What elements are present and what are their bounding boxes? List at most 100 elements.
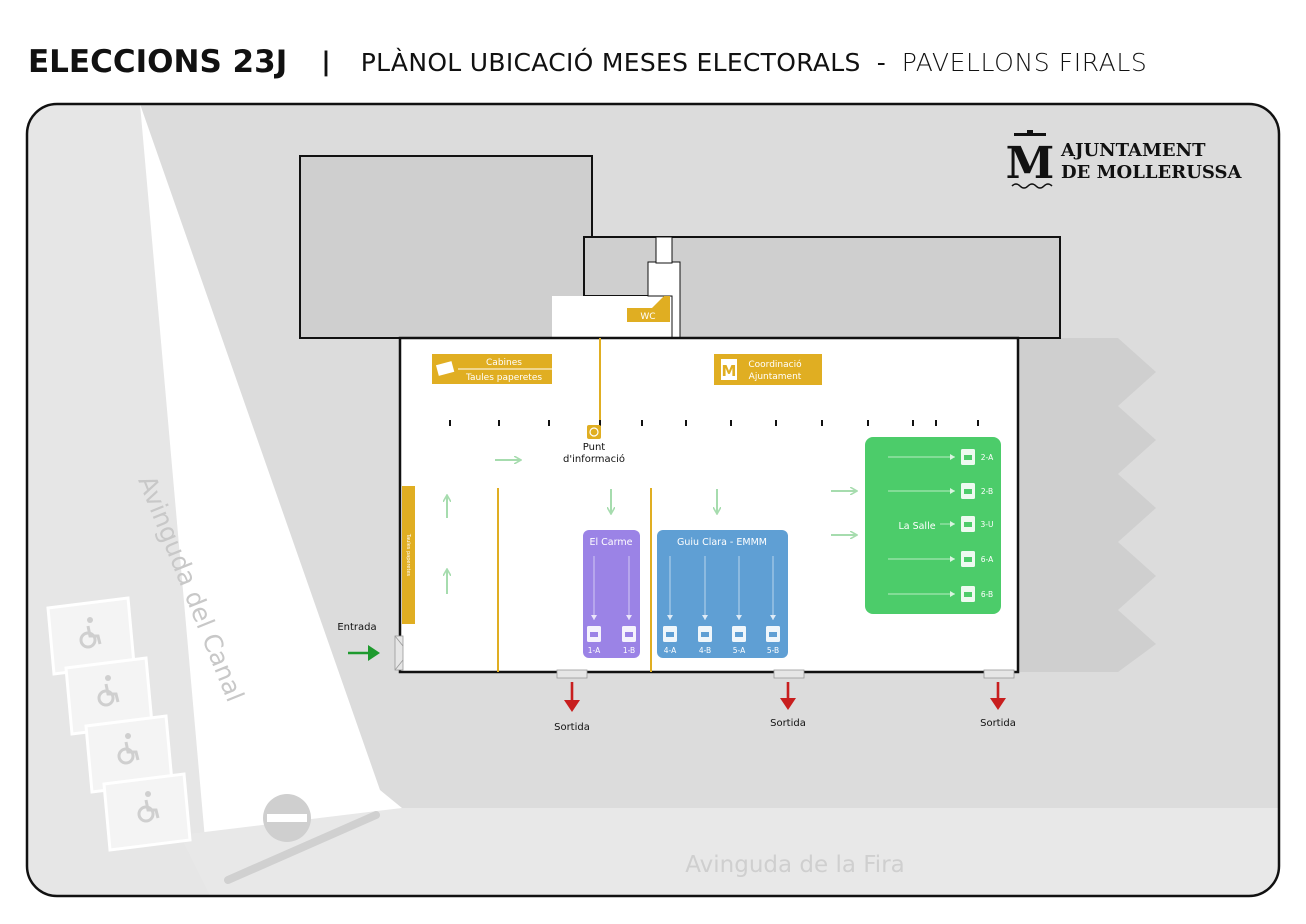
ceiling-marker [912,420,914,426]
info-point-label-2: d'informació [563,453,625,465]
exit-door [556,669,588,679]
voting-table-label: 3-U [981,520,994,529]
no-entry-icon [263,794,311,842]
info-point: Punt d'informació [563,425,625,465]
ceiling-marker [449,420,451,426]
ballot-box-slot [666,632,674,637]
letter-m-crown-icon: M [1006,130,1055,189]
ceiling-marker [977,420,979,426]
voting-table-label: 5-A [733,646,746,655]
map-frame [25,102,1281,898]
wc-sign [627,296,670,322]
wheelchair-icon [79,617,102,649]
cabines-label: Cabines [486,358,522,368]
ceiling-marker [685,420,687,426]
ballot-box-slot [964,489,972,494]
ceiling-marker [599,420,601,426]
ceiling-marker [821,420,823,426]
wheelchair-icon [117,733,140,765]
ballot-box-slot [625,632,633,637]
coordinacio-label: Coordinació [748,359,802,370]
voting-table-label: 6-A [981,555,994,564]
voting-table [961,586,975,602]
ajuntament-logo: M AJUNTAMENT DE MOLLERUSSA [1006,130,1242,189]
page-title: ELECCIONS 23J | PLÀNOL UBICACIÓ MESES EL… [28,40,1147,84]
wc-label: WC [640,312,655,322]
zone-guiu-clara-label: Guiu Clara - EMMM [677,537,767,548]
ballot-icon [435,361,455,376]
exit-label: Sortida [770,718,806,729]
ceiling-marker [641,420,643,426]
exit-arrow [564,682,580,712]
voting-table [961,483,975,499]
voting-table-label: 5-B [767,646,779,655]
voting-table: 1-B [622,626,636,655]
exit-door [983,669,1015,679]
info-point-label-1: Punt [583,442,606,453]
voting-table-label: 4-A [664,646,677,655]
stairs-top [655,236,673,264]
voting-table: 5-B [766,626,780,655]
entrance-door [394,635,404,671]
voting-table [961,551,975,567]
ajuntament-label: Ajuntament [749,372,802,382]
ceiling-marker [548,420,550,426]
title-main: ELECCIONS 23J [28,44,288,80]
voting-table [961,449,975,465]
coordinacio-sign: M Coordinació Ajuntament [714,354,822,385]
voting-table [961,516,975,532]
voting-table: 5-A [732,626,746,655]
voting-table-label: 6-B [981,590,993,599]
cabines-sign: Cabines Taules paperetes [432,354,552,384]
exit-arrow [990,682,1006,710]
title-dash: - [876,47,886,77]
road-marking [224,811,380,884]
title-place: PAVELLONS FIRALS [901,47,1148,77]
flow-arrows [447,460,856,594]
exit-arrow [780,682,796,710]
voting-table: 1-A [587,626,601,655]
vertical-paper-table [402,486,415,624]
svg-text:M: M [1006,138,1055,189]
ceiling-marker [498,420,500,426]
ceiling-markers [449,420,979,426]
street-fira-area [180,808,1279,896]
logo-line-2: DE MOLLERUSSA [1061,162,1242,183]
svg-text:M: M [722,362,737,380]
ballot-box-slot [964,522,972,527]
ballot-box-slot [735,632,743,637]
ballot-box-slot [964,455,972,460]
wheelchair-icon [97,675,120,707]
exit-label: Sortida [980,718,1016,729]
entrance-arrow [348,645,380,661]
ballot-box-slot [701,632,709,637]
voting-table: 4-B [698,626,712,655]
wheelchair-icon [137,791,160,823]
ceiling-marker [867,420,869,426]
voting-table-label: 2-B [981,487,993,496]
ballot-box-slot [964,592,972,597]
voting-table: 4-A [663,626,677,655]
logo-line-1: AJUNTAMENT [1060,140,1206,161]
street-fira-label: Avinguda de la Fira [685,852,905,878]
entrance-label: Entrada [337,622,376,633]
exit-door [773,669,805,679]
ceiling-marker [935,420,937,426]
zone-el-carme-label: El Carme [590,537,633,548]
ceiling-marker [775,420,777,426]
title-separator: | [321,47,331,77]
title-subtitle: PLÀNOL UBICACIÓ MESES ELECTORALS [360,47,861,77]
m-logo-icon: M [721,359,737,380]
parking-bay [102,772,192,852]
ceiling-marker [730,420,732,426]
taules-label: Taules paperetes [465,373,542,383]
ballot-box-slot [964,557,972,562]
ballot-box-slot [590,632,598,637]
building-annex [1018,338,1156,672]
zone-la-salle-label: La Salle [898,521,935,532]
vertical-table-label: Taules paperetes [405,533,411,577]
zone-guiu-clara: Guiu Clara - EMMM [657,530,788,658]
zone-la-salle: La Salle [865,437,1001,614]
